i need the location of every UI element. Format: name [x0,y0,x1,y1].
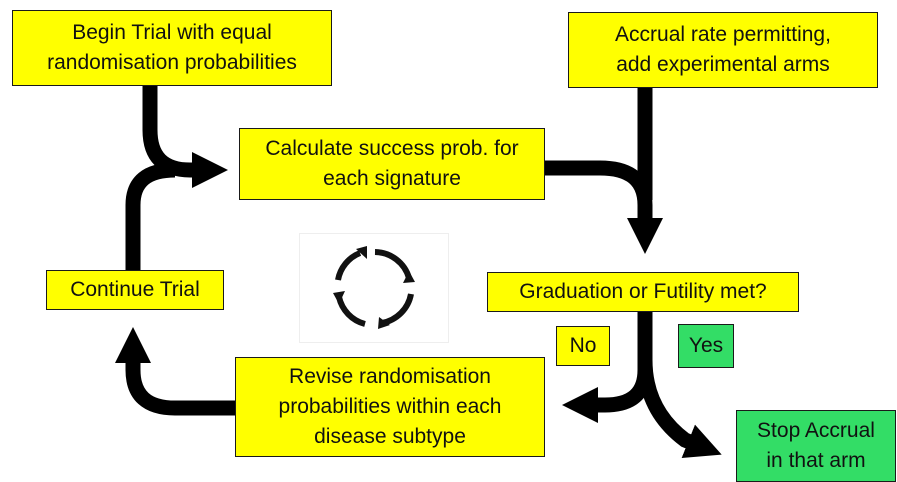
cycle-illustration [299,233,449,343]
circular-arrows-icon [333,246,415,329]
accrual-rate-box: Accrual rate permitting, add experimenta… [568,12,878,88]
arrow-continue-to-calculate [125,162,176,270]
arrow-yes-to-stop [637,359,722,459]
begin-trial-box: Begin Trial with equal randomisation pro… [12,10,332,86]
calculate-success-box: Calculate success prob. for each signatu… [239,128,545,200]
arrow-begin-to-calculate [142,80,229,189]
arrow-calculate-to-graduation [545,160,664,255]
yes-label-box: Yes [678,324,734,368]
stop-accrual-box: Stop Accrual in that arm [736,410,896,482]
no-label-box: No [556,326,610,366]
arrow-revise-to-continue [114,326,235,416]
continue-trial-box: Continue Trial [46,270,224,310]
revise-probabilities-box: Revise randomisation probabilities withi… [235,357,545,457]
graduation-check-box: Graduation or Futility met? [487,272,799,312]
